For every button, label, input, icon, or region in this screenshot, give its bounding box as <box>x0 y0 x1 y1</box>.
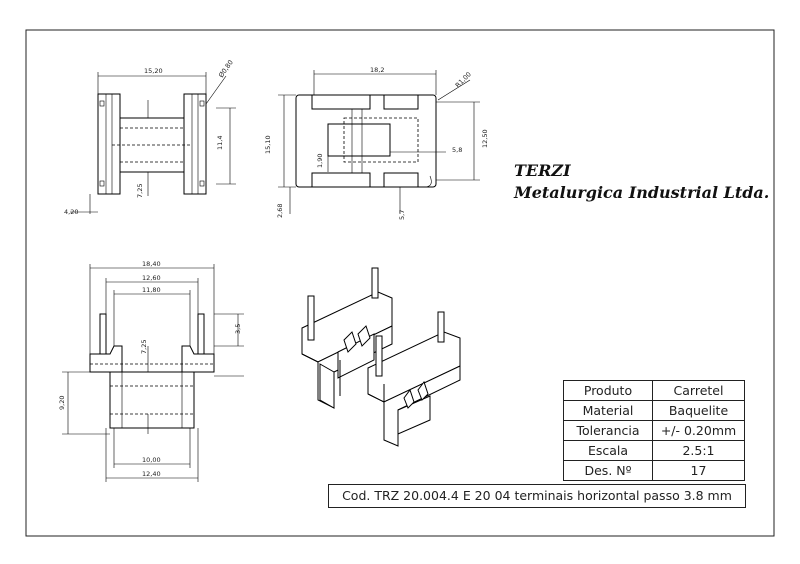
dim-side-radius: R1,00 <box>454 70 473 89</box>
company-block: TERZI Metalurgica Industrial Ltda. <box>514 160 769 204</box>
company-name: TERZI <box>514 161 571 180</box>
title-value: 2.5:1 <box>652 440 745 461</box>
title-label: Material <box>563 400 653 421</box>
dim-bottom-flange: 12,60 <box>142 274 161 282</box>
dim-front-height: 11,4 <box>216 136 224 150</box>
dim-bottom-mid: 7,25 <box>140 340 148 354</box>
bottom-view <box>62 264 244 482</box>
title-value: +/- 0.20mm <box>652 420 745 441</box>
dim-side-slot: 1,90 <box>316 154 324 168</box>
dim-side-core: 5,8 <box>452 146 462 154</box>
front-view <box>70 72 236 214</box>
company-subtitle: Metalurgica Industrial Ltda. <box>514 183 770 202</box>
dim-bottom-height: 9,20 <box>58 396 66 410</box>
dim-side-width: 18,2 <box>370 66 384 74</box>
side-view <box>278 70 480 214</box>
title-row: Tolerancia+/- 0.20mm <box>563 420 745 441</box>
sheet-border <box>25 29 775 537</box>
dim-front-offset: 4,20 <box>64 208 78 216</box>
title-label: Tolerancia <box>563 420 653 441</box>
dim-bottom-total: 18,40 <box>142 260 161 268</box>
dim-front-width: 15,20 <box>144 67 163 75</box>
dim-side-base: 2,68 <box>276 204 284 218</box>
dim-bottom-base: 12,40 <box>142 470 161 478</box>
dim-side-height: 15,10 <box>264 135 272 154</box>
isometric-view <box>301 267 461 447</box>
title-value: 17 <box>652 460 745 481</box>
dim-front-pitch: 7,25 <box>136 184 144 198</box>
title-value: Baquelite <box>652 400 745 421</box>
title-label: Escala <box>563 440 653 461</box>
title-label: Produto <box>563 380 653 401</box>
dim-bottom-pin: 3,5 <box>234 324 242 334</box>
title-label: Des. Nº <box>563 460 653 481</box>
title-value: Carretel <box>652 380 745 401</box>
dim-bottom-core: 10,00 <box>142 456 161 464</box>
product-code: Cod. TRZ 20.004.4 E 20 04 terminais hori… <box>328 484 746 508</box>
dim-bottom-inner: 11,80 <box>142 286 161 294</box>
dim-side-bottom: 5,7 <box>398 210 406 220</box>
dim-side-total: 12,50 <box>481 129 489 148</box>
